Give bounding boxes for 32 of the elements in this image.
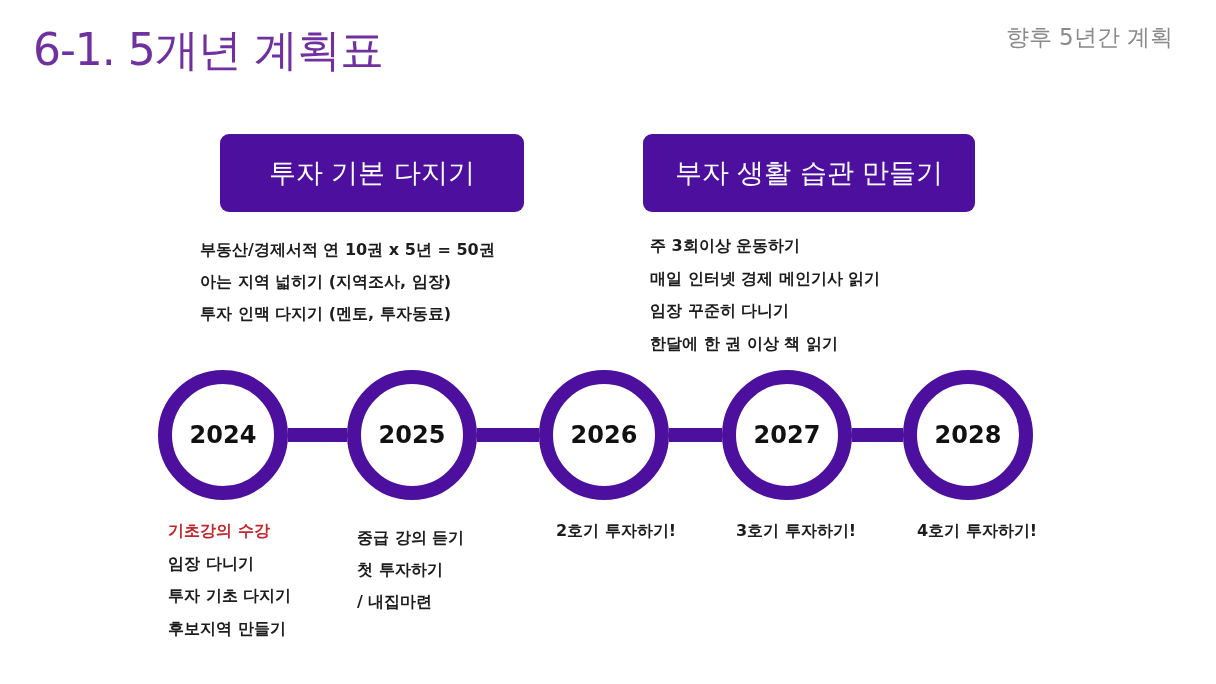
year-label: 2024 — [189, 420, 257, 450]
year-label: 2028 — [934, 420, 1002, 450]
year-label: 2025 — [378, 420, 446, 450]
year-label: 2026 — [570, 420, 638, 450]
goal-text: 한달에 한 권 이상 책 읽기 — [650, 333, 838, 355]
task-text: 4호기 투자하기! — [917, 520, 1037, 542]
goal-text: 아는 지역 넓히기 (지역조사, 임장) — [200, 271, 451, 293]
connector-line — [669, 428, 722, 442]
task-text: 투자 기초 다지기 — [168, 585, 292, 607]
goal-text: 부동산/경제서적 연 10권 x 5년 = 50권 — [200, 239, 495, 261]
task-text: / 내집마련 — [357, 591, 433, 613]
heading-banner — [220, 134, 524, 212]
task-text: 후보지역 만들기 — [168, 618, 286, 640]
connector-line — [477, 428, 539, 442]
goal-text: 임장 꾸준히 다니기 — [650, 300, 790, 322]
slide-title: 6-1. 5개년 계획표 — [33, 23, 383, 77]
task-text: 기초강의 수강 — [168, 520, 270, 542]
task-text: 3호기 투자하기! — [736, 520, 856, 542]
goal-text: 투자 인맥 다지기 (멘토, 투자동료) — [200, 303, 451, 325]
goal-text: 주 3회이상 운동하기 — [650, 235, 801, 257]
subtitle: 향후 5년간 계획 — [1005, 23, 1173, 52]
year-label: 2027 — [753, 420, 821, 450]
connector-line — [852, 428, 903, 442]
banner-title: 부자 생활 습관 만들기 — [674, 156, 944, 190]
task-text: 임장 다니기 — [168, 553, 254, 575]
connector-line — [288, 428, 347, 442]
banner-title: 투자 기본 다지기 — [268, 156, 476, 190]
task-text: 중급 강의 듣기 — [357, 527, 465, 549]
goal-text: 매일 인터넷 경제 메인기사 읽기 — [650, 268, 881, 290]
heading-banner — [643, 134, 975, 212]
task-text: 첫 투자하기 — [357, 559, 443, 581]
task-text: 2호기 투자하기! — [556, 520, 676, 542]
